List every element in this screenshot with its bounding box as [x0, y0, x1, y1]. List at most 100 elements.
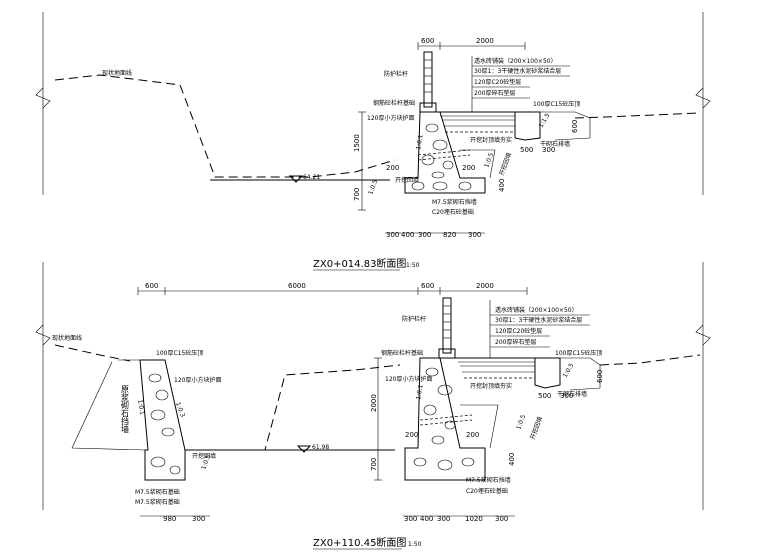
concrete-top-label: 100厚C15砼压顶 — [533, 100, 580, 108]
dim-h-400-2: 400 — [508, 453, 516, 466]
section-2: 600 6000 600 2000 现状地面线 原浆砌石挡墙 100厚C15砼压… — [52, 282, 701, 550]
dim-w-200a: 200 — [386, 164, 399, 172]
section-2-title: ZX0+110.45断面图 — [313, 536, 406, 549]
dim-h-700: 700 — [353, 188, 361, 201]
gutter-wall-label-2: 干砌石排墙 — [557, 390, 587, 398]
left-stone-pattern — [148, 373, 181, 475]
railing-post — [423, 51, 433, 108]
mortar-left-1: M7.5浆砌石基础 — [135, 488, 180, 496]
water-level-marker-2 — [296, 445, 312, 453]
frame-lines — [35, 12, 711, 510]
section-1-scale: 1:50 — [406, 262, 420, 269]
dim-h-400: 400 — [498, 179, 506, 192]
backfill-label: 开挖回填 — [497, 151, 513, 176]
dim-w-500: 500 — [520, 146, 533, 154]
paving-label-2: 透水砖铺装（200×100×50） — [495, 306, 578, 314]
railing-base-2 — [438, 348, 456, 359]
ratio-b: 1:0.3 — [174, 401, 186, 418]
c20-base-label-2: C20埋石砼基础 — [466, 487, 508, 495]
dim-bot-right-3: 1020 — [465, 515, 483, 523]
dim-top-600b: 600 — [421, 282, 434, 290]
layer3-label: 200厚碎石垫层 — [474, 89, 515, 97]
excavation-fill-right-label: 开挖回填 — [528, 415, 544, 440]
dim-h-700-2: 700 — [370, 458, 378, 471]
mortar-label: M7.5浆砌石挡墙 — [432, 198, 477, 206]
gutter-2 — [534, 357, 561, 389]
dim-bot-right-2: 300 — [437, 515, 450, 523]
layer2-label: 120厚C20砼垫层 — [474, 78, 521, 86]
slope-protect-right-label: 120厚小方块护面 — [385, 375, 432, 383]
original-ground-label: 现状地面线 — [102, 69, 132, 77]
ratio-back: 1:0.5 — [483, 152, 495, 169]
railing-label-2: 防护栏杆 — [402, 315, 426, 323]
c20-base-label: C20埋石砼基础 — [432, 208, 474, 216]
retaining-wall — [404, 111, 486, 194]
right-stone-pattern — [413, 367, 475, 471]
dim-bot-4: 300 — [468, 231, 481, 239]
gutter-wall-label: 干砌石排墙 — [540, 140, 570, 148]
gutter — [514, 111, 541, 141]
railing-base-label: 钢筋砼栏杆基础 — [373, 99, 415, 107]
layer1-label-2: 30厚1：3干硬性水泥砂浆结合层 — [495, 316, 582, 324]
channel-ground — [190, 364, 401, 451]
layer1-label: 30厚1：3干硬性水泥砂浆结合层 — [474, 67, 561, 75]
dim-bot-0: 300 — [386, 231, 399, 239]
section-1-title: ZX0+014.83断面图 — [313, 257, 406, 270]
dim-h-600-2: 600 — [596, 370, 604, 383]
dim-top-6000: 6000 — [288, 282, 306, 290]
left-wall-vertical-text: 原浆砌石挡墙 — [121, 385, 130, 434]
ratio-left: 1:0.5 — [367, 179, 379, 196]
railing-base-label-2: 钢筋砼栏杆基础 — [381, 349, 423, 357]
concrete-top-right-label: 100厚C15砼压顶 — [555, 349, 602, 357]
pavement-layers — [436, 111, 515, 133]
layer2-label-2: 120厚C20砼垫层 — [495, 327, 542, 335]
original-ground-line — [54, 74, 396, 178]
pavement-layers-2 — [455, 357, 535, 379]
dim-w-300-2: 300 — [560, 392, 573, 400]
pavement-fill-label: 开挖封顶填夯实 — [470, 136, 512, 144]
pavement-fill-label-2: 开挖封顶填夯实 — [470, 382, 512, 390]
dim-w-500-2: 500 — [538, 392, 551, 400]
original-ground-label-2: 现状地面线 — [52, 334, 82, 342]
railing-label: 防护栏杆 — [384, 70, 408, 78]
dim-w-200a-2: 200 — [405, 431, 418, 439]
mortar-right-label: M7.5浆砌石挡墙 — [466, 476, 511, 484]
mortar-left-2: M7.5浆砌石基础 — [135, 498, 180, 506]
dim-bot-right-1: 400 — [420, 515, 433, 523]
railing-post-2 — [442, 297, 452, 354]
dim-h-600: 600 — [571, 120, 579, 133]
water-level-label: 64.21 — [303, 174, 320, 181]
water-level-marker — [288, 175, 304, 183]
dim-top-600a: 600 — [145, 282, 158, 290]
dim-bot-1: 400 — [401, 231, 414, 239]
excavation-fill-left-label: 开挖回填 — [192, 452, 216, 460]
ratio-e: 1:0.5 — [515, 414, 527, 431]
dim-h-2000: 2000 — [370, 394, 378, 412]
dim-w-300: 300 — [542, 146, 555, 154]
right-retaining-wall — [404, 357, 486, 481]
water-level-label-2: 61.98 — [312, 444, 329, 451]
ratio-c: 1:0.1 — [415, 384, 425, 401]
ratio-f: 1:0.5 — [562, 362, 576, 379]
concrete-top-left-label: 100厚C15砼压顶 — [156, 349, 203, 357]
ratio-a: 1:0.1 — [136, 399, 146, 416]
dim-top-2000: 2000 — [476, 37, 494, 45]
left-retaining-wall — [139, 359, 186, 481]
slope-protect-left-label: 120厚小方块护面 — [174, 376, 221, 384]
layer3-label-2: 200厚碎石垫层 — [495, 338, 536, 346]
dim-h-1500: 1500 — [353, 134, 361, 152]
dim-w-200b-2: 200 — [466, 431, 479, 439]
slope-protect-label: 120厚小方块护面 — [367, 114, 414, 122]
excavation-fill-label: 开挖回填 — [395, 176, 419, 184]
section-2-scale: 1:50 — [408, 541, 422, 548]
ratio-wall: 1:0.1 — [415, 134, 425, 151]
dim-bot-right-0: 300 — [404, 515, 417, 523]
original-ground-line-2 — [54, 344, 131, 362]
dim-bot-left-1: 300 — [192, 515, 205, 523]
dim-bot-3: 820 — [443, 231, 456, 239]
dim-bot-right-4: 300 — [495, 515, 508, 523]
stone-pattern — [411, 123, 472, 191]
dim-bot-left-0: 980 — [163, 515, 176, 523]
paving-label: 透水砖铺装（200×100×50） — [474, 57, 557, 65]
